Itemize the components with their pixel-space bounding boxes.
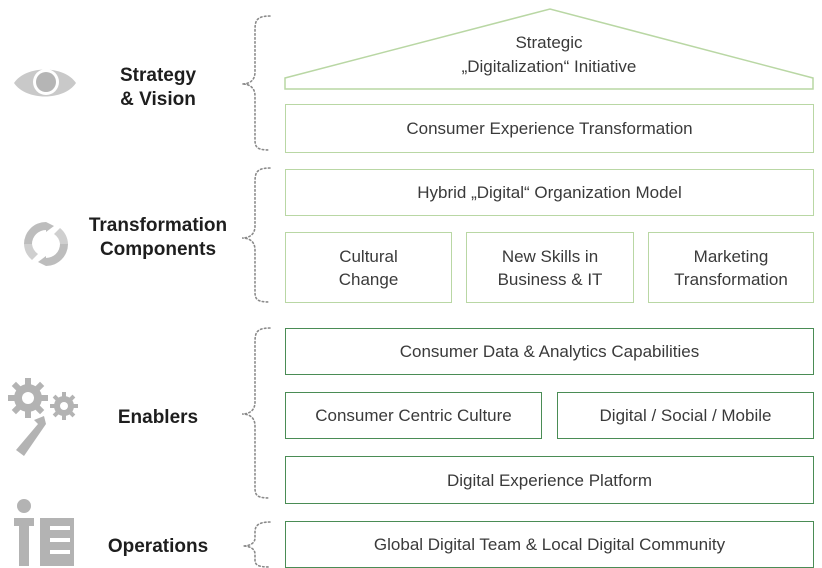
skills-line2: Business & IT [497, 269, 603, 289]
brace-enablers [241, 327, 271, 499]
enablers-label-text: Enablers [117, 407, 199, 428]
cultural-line1: Cultural [339, 246, 398, 266]
digital-social-box: Digital / Social / Mobile [557, 392, 814, 439]
consumer-data-box: Consumer Data & Analytics Capabilities [285, 328, 814, 375]
roof-line2: „Digitalization“ Initiative [461, 57, 637, 76]
transformation-label-line2: Components [99, 239, 217, 260]
refresh-icon [18, 216, 74, 272]
transformation-components-label: Transformation Components [78, 214, 238, 262]
cultural-change-box: Cultural Change [285, 232, 452, 303]
roof-line1: Strategic [515, 33, 583, 52]
strategy-vision-label: Strategy & Vision [96, 64, 220, 112]
marketing-line1: Marketing [693, 246, 769, 266]
marketing-transformation-box: Marketing Transformation [648, 232, 814, 303]
consumer-data-text: Consumer Data & Analytics Capabilities [399, 342, 700, 361]
new-skills-box: New Skills in Business & IT [466, 232, 634, 303]
gears-wrench-icon [6, 376, 86, 462]
experience-platform-text: Digital Experience Platform [446, 470, 653, 490]
strategy-label-line1: Strategy [119, 65, 197, 86]
strategy-label-line2: & Vision [120, 89, 196, 110]
global-team-text: Global Digital Team & Local Digital Comm… [373, 535, 726, 554]
digital-social-text: Digital / Social / Mobile [599, 406, 772, 425]
strategic-roof [284, 8, 814, 90]
consumer-experience-text: Consumer Experience Transformation [406, 119, 693, 138]
brace-transformation [241, 167, 271, 303]
transformation-label-line1: Transformation [88, 215, 228, 236]
experience-platform-box: Digital Experience Platform [285, 456, 814, 504]
marketing-line2: Transformation [674, 269, 788, 289]
hybrid-model-box: Hybrid „Digital“ Organization Model [285, 169, 814, 216]
consumer-experience-box: Consumer Experience Transformation [285, 104, 814, 153]
cultural-line2: Change [338, 269, 399, 289]
operations-label: Operations [96, 535, 220, 559]
brace-operations [242, 521, 271, 568]
consumer-culture-text: Consumer Centric Culture [315, 406, 512, 425]
roof-text: Strategic „Digitalization“ Initiative [284, 31, 814, 79]
operations-label-text: Operations [107, 536, 209, 557]
hybrid-model-text: Hybrid „Digital“ Organization Model [417, 183, 682, 202]
people-team-icon [10, 496, 80, 568]
skills-line1: New Skills in [501, 246, 599, 266]
eye-icon [12, 62, 78, 104]
consumer-culture-box: Consumer Centric Culture [285, 392, 542, 439]
global-team-box: Global Digital Team & Local Digital Comm… [285, 521, 814, 568]
brace-strategy [241, 15, 271, 151]
enablers-label: Enablers [96, 406, 220, 430]
